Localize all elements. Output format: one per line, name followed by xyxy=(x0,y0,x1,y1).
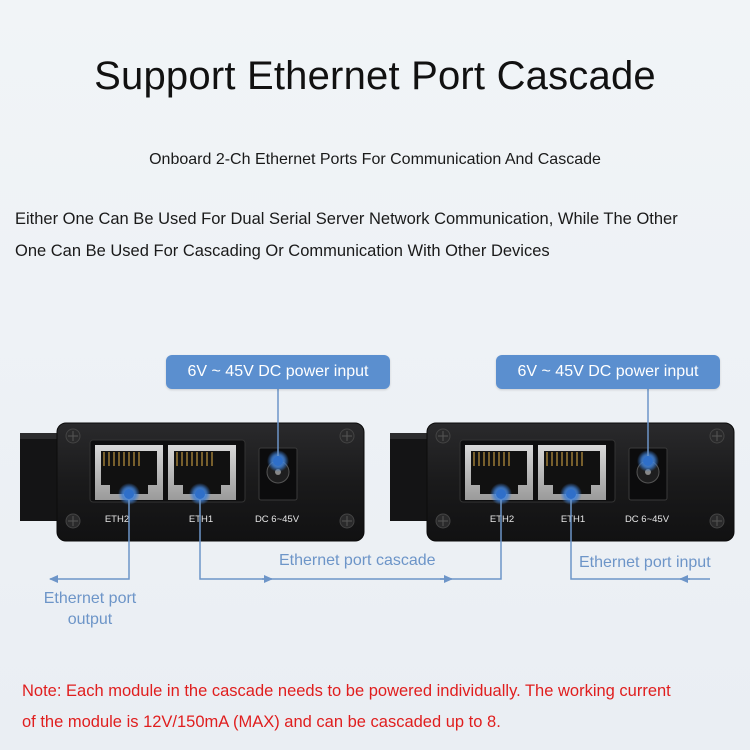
screw-icon xyxy=(339,513,355,529)
power-input-callout-1: 6V ~ 45V DC power input xyxy=(166,355,390,389)
screw-icon xyxy=(65,513,81,529)
description-line-1: Either One Can Be Used For Dual Serial S… xyxy=(15,210,678,228)
port-label-eth1: ETH1 xyxy=(189,514,213,525)
ethernet-output-label-line1: Ethernet port xyxy=(43,590,137,607)
cascade-line xyxy=(199,500,502,580)
output-arrow-line xyxy=(49,500,130,583)
port-label-eth2: ETH2 xyxy=(490,514,514,525)
module-1: ETH2 ETH1 DC 6~45V xyxy=(20,422,365,542)
power-input-callout-2: 6V ~ 45V DC power input xyxy=(496,355,720,389)
ethernet-cascade-label: Ethernet port cascade xyxy=(279,552,436,569)
port-label-dc: DC 6~45V xyxy=(625,514,670,525)
screw-icon xyxy=(339,428,355,444)
screw-icon xyxy=(709,513,725,529)
note-line-1: Note: Each module in the cascade needs t… xyxy=(22,682,671,700)
note-line-2: of the module is 12V/150mA (MAX) and can… xyxy=(22,713,501,731)
port-label-eth1: ETH1 xyxy=(561,514,585,525)
screw-icon xyxy=(435,513,451,529)
subtitle: Onboard 2-Ch Ethernet Ports For Communic… xyxy=(149,151,601,168)
ethernet-input-label: Ethernet port input xyxy=(579,554,711,571)
page-title: Support Ethernet Port Cascade xyxy=(94,54,656,98)
module-2: ETH2 ETH1 DC 6~45V xyxy=(390,422,735,542)
screw-icon xyxy=(65,428,81,444)
screw-icon xyxy=(709,428,725,444)
description-line-2: One Can Be Used For Cascading Or Communi… xyxy=(15,242,550,260)
ethernet-output-label-line2: output xyxy=(67,611,113,628)
connection-lines xyxy=(49,389,710,583)
input-line xyxy=(570,500,710,580)
ethernet-output-label: Ethernet port output xyxy=(20,588,160,630)
screw-icon xyxy=(435,428,451,444)
port-label-eth2: ETH2 xyxy=(105,514,129,525)
port-label-dc: DC 6~45V xyxy=(255,514,300,525)
